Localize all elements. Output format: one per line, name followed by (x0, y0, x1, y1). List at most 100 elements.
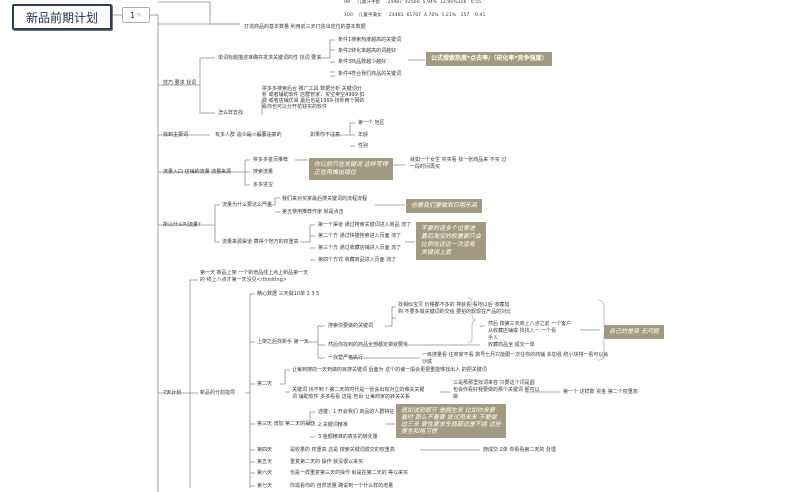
cell: 12.95%316 (440, 0, 467, 5)
callout-weight[interactable]: 不要的话多个位置进 最后淘宝的权重都只会 比例在这这一次没有 关键词上面 (416, 222, 487, 260)
node-d6[interactable]: 第六天 (257, 470, 273, 476)
node-d5[interactable]: 第五天 (257, 459, 273, 465)
node-kwl2[interactable]: 购 不要多做关键词的交给 要拍的现现在产品的对比 (398, 309, 512, 315)
callout-line: 过三来 要性要求东西都这是不插 这些 (401, 421, 501, 428)
node-second-top[interactable]: 让每到搜前一天到做的目搜关键词 后面为 这个的诸一般会更把重能够找出人 的把关键… (292, 367, 487, 373)
node-eg2[interactable]: 一段时间再买 (410, 164, 441, 170)
node-first3[interactable]: 上架之后找新手 第一天 (257, 339, 309, 345)
node-skill[interactable]: 技巧 要求 找词 (163, 80, 197, 86)
node-heavy[interactable]: 流量为什么要这么严重 (222, 202, 273, 208)
node-way3[interactable]: 费 或者店铺优易 最后也是1999 找你两个网的 (262, 98, 365, 104)
node-mainword[interactable]: 找到主要词 (163, 132, 189, 138)
node-why[interactable]: 所以什么叫流量？ (163, 222, 204, 228)
node-second[interactable]: 第二天 (257, 381, 273, 387)
note-icon: ✎ (137, 11, 143, 19)
node-s1[interactable]: 关键词 找不到 ? 第二天的时代是一张会出有对立的维关关键 (292, 387, 425, 393)
node-pdd[interactable]: 拼多多首页推荐 (253, 157, 289, 163)
node-d7[interactable]: 第七天 (257, 483, 273, 489)
node-entry[interactable]: 流量入口 店铺的流量 流量来源 (163, 169, 232, 175)
node-first-day-b[interactable]: 的 线上八点才第一天没见</thinking> (200, 277, 287, 283)
callout-line: 最后淘宝的权重都只会 (421, 233, 482, 240)
node-b4[interactable]: 条件4符合我们商品的关键词 (338, 71, 402, 77)
node-d4-2[interactable]: 随成交 2单 你看看第二天的 处理 (483, 447, 556, 453)
callout-self[interactable]: 自己的是商 无问题 (604, 325, 664, 339)
node-d7-1[interactable]: 你需看你的 自然流量 确说到一个什么样的增量 (290, 483, 394, 489)
node-p1[interactable]: 第一个 地区 (358, 120, 385, 126)
node-t1[interactable]: 选键：1.开会我们 商品的人群特征 (318, 409, 395, 415)
node-w1[interactable]: 第一个渠道 通过搜索关键词进入商品 流了 (318, 222, 412, 228)
node-mdesc[interactable]: 单词标题描述准确并发求关键词的性 找词 要求 (218, 55, 322, 61)
node-kwl1[interactable]: 找相似宝贝 价格都不多的 排就看 看地以后 收藏加 (398, 302, 510, 308)
node-people[interactable]: 有多人群 这个是一般要注意的 (215, 132, 282, 138)
node-keys[interactable]: 我们来对买家最后搜关键词的流程流程 (282, 196, 368, 202)
callout-line: 比例在这这一次没有 (421, 241, 476, 248)
badge-count: 1 (129, 10, 136, 20)
node-kwr2[interactable]: 从收藏店铺或 找找入一 一个看 (488, 328, 557, 334)
root-node[interactable]: 新品前期计划 (12, 4, 112, 30)
node-way1[interactable]: 拼多多搜索后台 推广工具 数据分析 关键词分 (262, 86, 362, 92)
node-way4[interactable]: 看你也可以分开花钱买的软件 (262, 104, 328, 110)
cell: 100 (344, 13, 353, 18)
node-w2[interactable]: 第二个方 通过快捷搜索进入页面 流了 (318, 233, 402, 239)
node-howfind[interactable]: 怎么样去找 (218, 110, 244, 116)
callout-keyword[interactable]: 你以前只在关键词 这样写得 正在用推出错位 (309, 158, 393, 180)
node-promo[interactable]: 多多进宝 (253, 182, 274, 188)
callout-line: 很如说刚都开 是拥生来 比如你来要 (401, 407, 495, 414)
node-one-r2[interactable]: 沙底 (422, 359, 433, 365)
node-d5-1[interactable]: 重复第二天的 操作 就没很以来买 (290, 459, 364, 465)
node-first-day-a[interactable]: 第一天 新品上架 一个新增品线上点上新品第一天 (200, 270, 309, 276)
node-kwr3[interactable]: 手入 (488, 335, 499, 341)
node-s3[interactable]: 三是那那里找词来容 只要这个词是圆 (453, 380, 535, 386)
node-one-r[interactable]: 一级搜量看 往商家不看 旅号七月只能跟一次往你的商铺 多加强 统小块排一看可以会 (422, 352, 609, 358)
table-row: 99 儿童汗手套 24987 42560 5.94% 12.95%316 0.5… (344, 0, 481, 6)
node-b2[interactable]: 条件2转化率越高的词越好 (338, 48, 397, 54)
node-b3[interactable]: 条件3商品数越少越好 (338, 59, 387, 65)
node-s4[interactable]: 包会你看好我要做的那个关键词 那可以 (453, 387, 540, 393)
node-t2[interactable]: 2.关键词精准 (318, 422, 348, 428)
node-p3[interactable]: 性别 (358, 143, 369, 149)
node-top-line[interactable]: 打造商品的基本数量 利用前三天打造出定位的基本数据 (244, 24, 366, 30)
callout-line: 看时 那么不看要 尝试用来来 不要做 (401, 414, 497, 421)
node-search[interactable]: 搜索流量 (253, 169, 274, 175)
cell: 5.94% (422, 0, 438, 5)
table-row: 100 儿童手满女 24481 61767 4.76% 1.21% 157 0.… (344, 13, 485, 19)
node-kwr1[interactable]: 然后 按第三天商上八点之前 一个客户 (488, 321, 572, 327)
node-d4[interactable]: 第四天 (257, 447, 273, 453)
node-recmd[interactable]: 第五使用推荐作家 就是点击 (282, 209, 344, 215)
node-d6-1[interactable]: 也是一样重复第三天的操作 就是在第二天的 等以来买 (290, 470, 409, 476)
node-one[interactable]: 一找营严格执行 (328, 355, 364, 361)
callout-formula[interactable]: 公式搜索热度*点击率/（研化率*竞争强度） (426, 52, 553, 66)
node-kw[interactable]: 搜索你要做的关键词 (328, 323, 374, 329)
node-plan[interactable]: 新品的分割指导 (200, 390, 236, 396)
node-t3[interactable]: 3.金额精准的真实的转化量 (318, 434, 378, 440)
node-eg1[interactable]: 就如一个女生 买买看 找一张商品来 不买 过 (410, 157, 507, 163)
callout-line: 要生和格习惯 (401, 428, 438, 435)
cell: 24481 (388, 13, 404, 18)
cell: 儿童手满女 (358, 13, 382, 18)
node-weight[interactable]: 流量来源渠道 算得个地方的权重高 (222, 239, 299, 245)
node-third[interactable]: 第三天 增加 第二天的操作 (257, 421, 316, 427)
node-w3[interactable]: 第三个方 通过收藏店铺进入页面 流了 (318, 245, 402, 251)
node-ifnot[interactable]: 如果你不注意 (310, 132, 341, 138)
node-p2[interactable]: 年龄 (358, 132, 369, 138)
callout-date[interactable]: 你要我们要做到日期乐高 (406, 199, 483, 213)
node-s2[interactable]: 词 辅助软件 多多看看 这是 告诉 让每商家的转关关系 (292, 394, 410, 400)
node-b1[interactable]: 条件1搜索热度越高的关键词 (338, 37, 402, 43)
node-s5[interactable]: 做 (453, 394, 459, 400)
cell: 0.41 (475, 13, 486, 18)
node-thenfind[interactable]: 然后你找到的商品全部都定做就要务 (328, 342, 409, 348)
node-kwr4[interactable]: 收藏商品全 成交一单 (488, 342, 535, 348)
node-s-far[interactable]: 第一个 这样数 资金 第二个权重高 (563, 389, 638, 395)
root-badge[interactable]: 1 ✎ (122, 7, 150, 23)
root-title: 新品前期计划 (25, 10, 98, 25)
cell: 24987 (387, 0, 403, 5)
cell: 4.76% (424, 13, 439, 18)
node-d4-1[interactable]: 是收量的 权重高 这是 搜索关键词成交的权重高 (290, 447, 395, 453)
node-w4[interactable]: 第四个方式 收藏商品进入页面 流了 (318, 257, 397, 263)
node-hand[interactable]: 精心数据 三天做10单 2 3 5 (257, 291, 320, 297)
node-7day[interactable]: 7天计划 (163, 390, 182, 396)
callout-line: 不要的话多个位置进 (421, 225, 476, 232)
node-way2[interactable]: 析 或者辅助软件 店群管家，买空卖空4999 扣 (262, 92, 365, 98)
callout-habit[interactable]: 很如说刚都开 是拥生来 比如你来要 看时 那么不看要 尝试用来来 不要做 过三来… (396, 404, 506, 438)
